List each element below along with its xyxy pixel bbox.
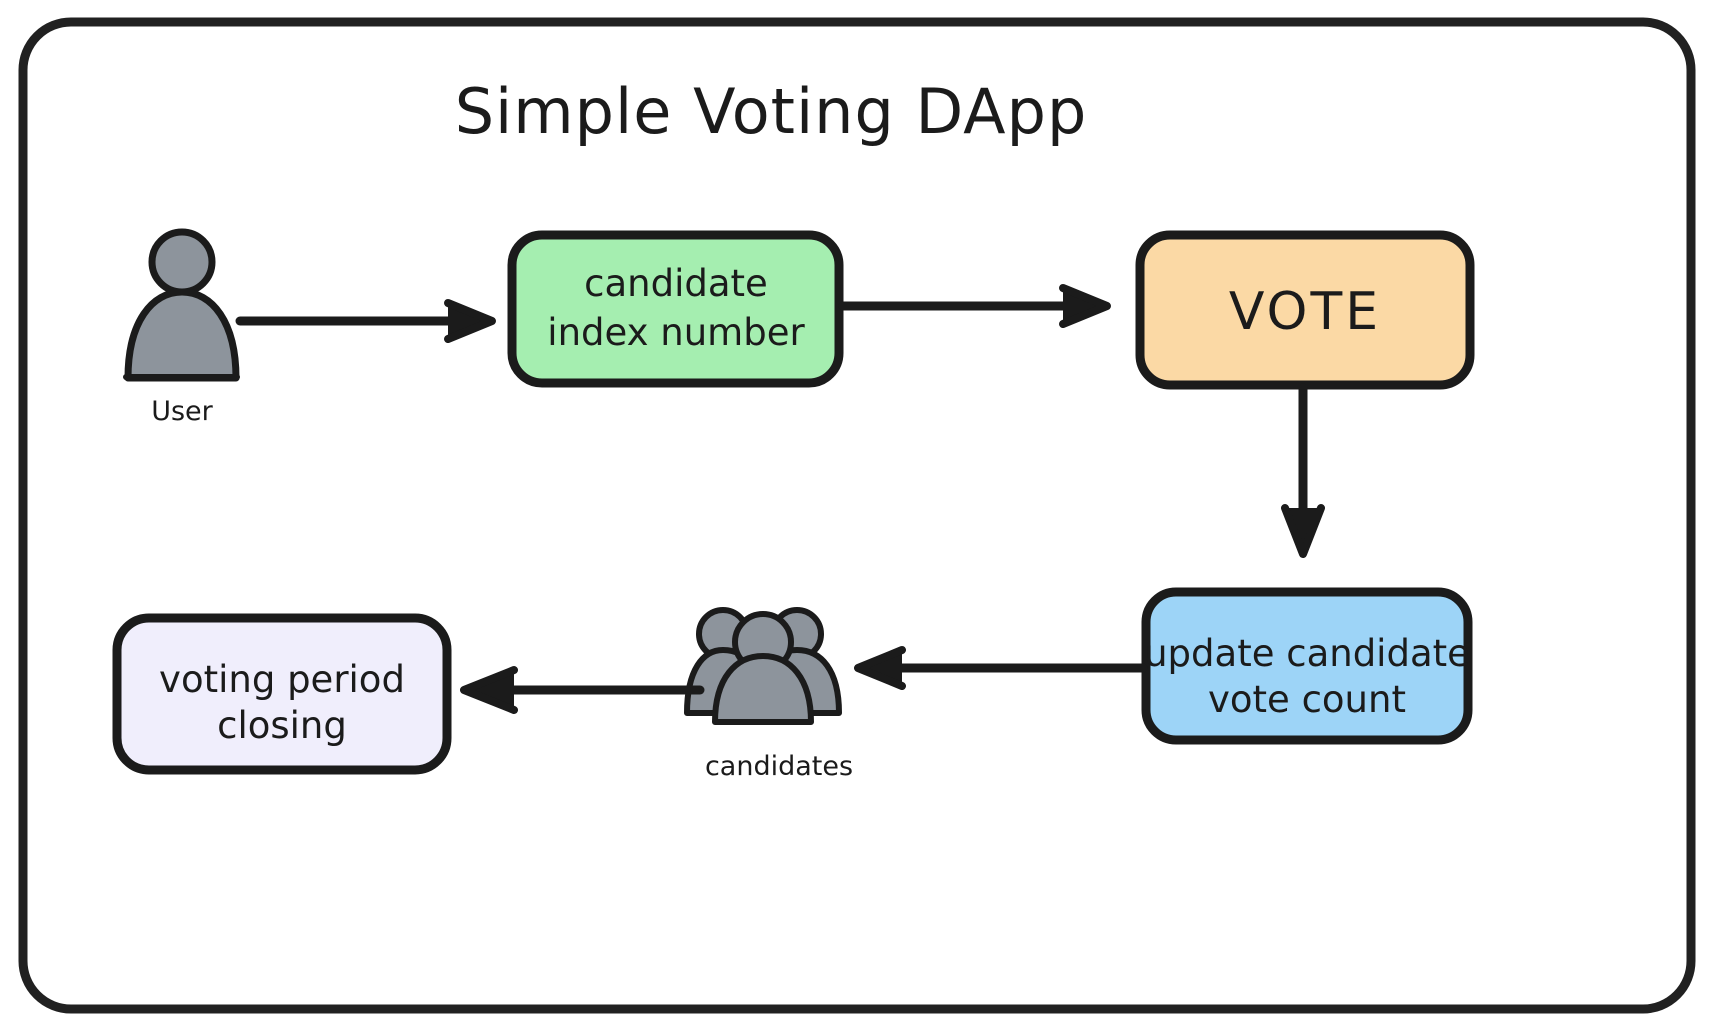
edge-update-count-to-candidates (854, 646, 1148, 690)
diagram-frame (18, 17, 1696, 1014)
candidates-icon-caption: candidates (705, 751, 853, 782)
edge-candidate-index-to-vote (838, 284, 1111, 328)
voting-period-closing-node[interactable]: voting period closing (112, 613, 452, 775)
user-icon (123, 228, 240, 382)
user-icon-caption: User (151, 396, 213, 427)
update-vote-count-node[interactable]: update candidate vote count (1141, 587, 1473, 745)
candidate-index-node[interactable]: candidate index number (507, 230, 844, 388)
page-title: Simple Voting DApp (455, 75, 1088, 148)
voting-period-closing-node-line-1: voting period (159, 658, 405, 701)
candidate-index-node-line-2: index number (547, 311, 805, 354)
candidate-index-node-line-1: candidate (584, 262, 768, 305)
edge-user-to-candidate-index (235, 299, 496, 343)
vote-node-label: VOTE (1229, 282, 1381, 342)
update-vote-count-node-line-2: vote count (1208, 678, 1406, 721)
vote-node[interactable]: VOTE (1135, 230, 1475, 390)
voting-period-closing-node-line-2: closing (217, 704, 347, 747)
edge-vote-to-update-count (1281, 383, 1325, 558)
edge-candidates-to-closing (460, 666, 705, 714)
candidates-group-icon (684, 607, 842, 725)
update-vote-count-node-line-1: update candidate (1144, 632, 1470, 675)
